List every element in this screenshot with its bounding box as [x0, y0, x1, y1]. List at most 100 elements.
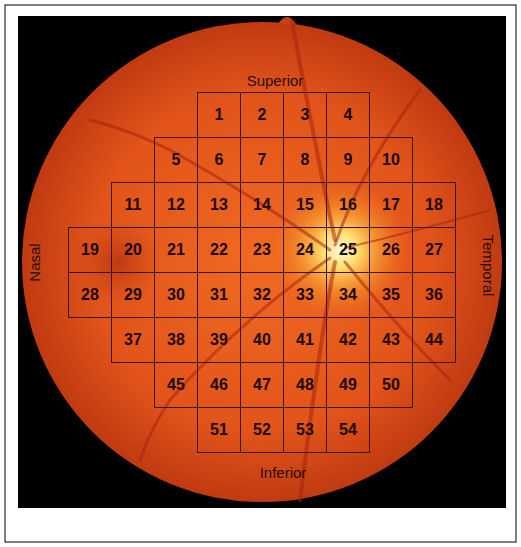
grid-cell: 22: [197, 227, 241, 273]
cell-number: 3: [301, 106, 310, 124]
grid-cell: 8: [283, 137, 327, 183]
optic-disc: [270, 180, 410, 320]
cell-number: 19: [81, 241, 99, 259]
grid-cell: 7: [240, 137, 284, 183]
grid-cell: 23: [240, 227, 284, 273]
cell-number: 9: [344, 151, 353, 169]
cell-number: 29: [124, 286, 142, 304]
cell-number: 21: [167, 241, 185, 259]
direction-label: Nasal: [26, 243, 41, 281]
grid-cell: 15: [283, 182, 327, 228]
grid-cell: 35: [369, 272, 413, 318]
cell-number: 6: [215, 151, 224, 169]
grid-cell: 50: [369, 362, 413, 408]
cell-number: 44: [425, 331, 443, 349]
grid-cell: 27: [412, 227, 456, 273]
grid-cell: 44: [412, 317, 456, 363]
cell-number: 11: [125, 196, 142, 214]
grid-cell: 3: [283, 92, 327, 138]
grid-cell: 26: [369, 227, 413, 273]
cell-number: 4: [344, 106, 353, 124]
cell-number: 27: [425, 241, 443, 259]
grid-cell: 12: [154, 182, 198, 228]
cell-number: 20: [124, 241, 142, 259]
cell-number: 50: [382, 376, 400, 394]
grid-cell: 29: [111, 272, 155, 318]
grid-cell: 19: [68, 227, 112, 273]
cell-number: 36: [425, 286, 443, 304]
cell-number: 13: [210, 196, 228, 214]
cell-number: 31: [210, 286, 228, 304]
cell-number: 16: [339, 196, 357, 214]
blood-vessels: [90, 22, 490, 500]
cell-number: 54: [339, 421, 357, 439]
cell-number: 8: [301, 151, 310, 169]
black-ground: [18, 16, 506, 508]
cell-number: 37: [124, 331, 142, 349]
fundus-disc: [22, 22, 502, 502]
cell-number: 34: [339, 286, 357, 304]
cell-number: 39: [210, 331, 228, 349]
grid-cell: 16: [326, 182, 370, 228]
cell-number: 14: [253, 196, 271, 214]
grid-cell: 46: [197, 362, 241, 408]
grid-cell: 39: [197, 317, 241, 363]
cell-number: 10: [382, 151, 400, 169]
cell-number: 17: [382, 196, 400, 214]
cell-number: 26: [382, 241, 400, 259]
direction-label: Superior: [247, 73, 304, 88]
cell-number: 45: [167, 376, 185, 394]
cell-number: 30: [167, 286, 185, 304]
grid-cell: 36: [412, 272, 456, 318]
grid-cell: 49: [326, 362, 370, 408]
grid-cell: 5: [154, 137, 198, 183]
cell-number: 7: [258, 151, 267, 169]
direction-label: Temporal: [481, 234, 496, 296]
grid-cell: 54: [326, 407, 370, 453]
cell-number: 42: [339, 331, 357, 349]
grid-cell: 14: [240, 182, 284, 228]
grid-cell: 40: [240, 317, 284, 363]
grid-cell: 24: [283, 227, 327, 273]
grid-cell: 43: [369, 317, 413, 363]
cell-number: 41: [296, 331, 314, 349]
grid-cell: 17: [369, 182, 413, 228]
grid-cell: 18: [412, 182, 456, 228]
grid-cell: 42: [326, 317, 370, 363]
cell-number: 32: [253, 286, 271, 304]
grid-cell: 47: [240, 362, 284, 408]
grid-cell: 45: [154, 362, 198, 408]
cell-number: 22: [210, 241, 228, 259]
cell-number: 38: [167, 331, 185, 349]
cell-number: 52: [253, 421, 271, 439]
cell-number: 43: [382, 331, 400, 349]
grid-cell: 28: [68, 272, 112, 318]
cell-number: 23: [253, 241, 271, 259]
cell-number: 53: [296, 421, 314, 439]
cell-number: 48: [296, 376, 314, 394]
cell-number: 1: [215, 106, 224, 124]
cell-number: 51: [210, 421, 228, 439]
grid-cell: 25: [326, 227, 370, 273]
grid-cell: 48: [283, 362, 327, 408]
cell-number: 35: [382, 286, 400, 304]
grid-cell: 51: [197, 407, 241, 453]
cell-number: 18: [425, 196, 443, 214]
grid-cell: 38: [154, 317, 198, 363]
macula: [73, 217, 163, 307]
cell-number: 33: [296, 286, 314, 304]
cell-number: 24: [296, 241, 314, 259]
grid-cell: 34: [326, 272, 370, 318]
grid-cell: 37: [111, 317, 155, 363]
cell-number: 2: [258, 106, 267, 124]
cell-number: 15: [296, 196, 314, 214]
grid-cell: 20: [111, 227, 155, 273]
frame: [5, 5, 516, 542]
cell-number: 25: [339, 241, 357, 259]
grid-cell: 2: [240, 92, 284, 138]
grid-cell: 41: [283, 317, 327, 363]
grid-cell: 6: [197, 137, 241, 183]
grid-cell: 10: [369, 137, 413, 183]
cell-number: 12: [167, 196, 185, 214]
grid-cell: 13: [197, 182, 241, 228]
